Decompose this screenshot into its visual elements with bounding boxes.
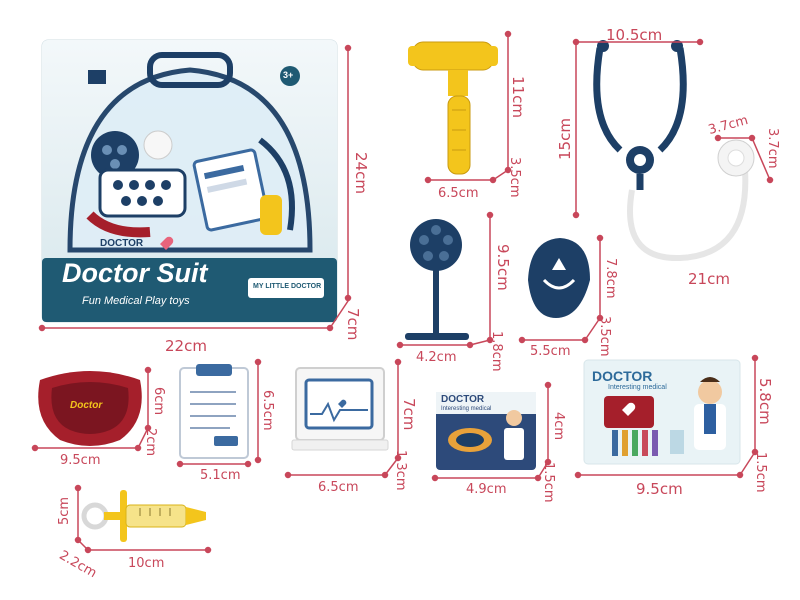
monitor-depth-label: 1.3cm [393,450,408,491]
clipboard-height-label: 6.5cm [260,390,275,431]
heart-monitor [291,367,389,451]
hammer-width-label: 6.5cm [438,186,479,201]
small-card-subtitle: Interesting medical [441,406,492,412]
head-lamp [405,219,469,340]
stethoscope-length-label: 21cm [688,270,730,288]
kidney-tray [38,371,142,446]
monitor-height-label: 7cm [400,398,418,431]
package-title: Doctor Suit [62,258,208,288]
clipboard [179,364,249,459]
large-card-depth-label: 1.5cm [753,452,768,493]
stethoscope-width-label: 10.5cm [606,26,663,44]
small-card-height-label: 4cm [551,412,566,441]
stethoscope-height-label: 15cm [556,118,574,160]
reflex-hammer [408,41,498,175]
hammer-height-label: 11cm [509,76,527,118]
lamp-height-label: 9.5cm [494,244,512,291]
box-depth-label: 7cm [344,308,362,341]
syringe-height-label: 5cm [57,496,72,525]
otoscope [528,238,590,318]
large-card-title: DOCTOR [592,368,653,384]
small-doctor-card [436,392,536,470]
otoscope-width-label: 5.5cm [530,344,571,359]
monitor-width-label: 6.5cm [318,480,359,495]
box-width-label: 22cm [165,337,207,355]
stethoscope [593,40,755,262]
syringe [81,490,206,542]
box-height-label: 24cm [352,152,370,194]
small-card-width-label: 4.9cm [466,482,507,497]
tray-height-label: 6cm [151,387,166,416]
tray-depth-label: 2cm [143,428,158,457]
package-tag: MY LITTLE DOCTOR [253,283,322,290]
chestpiece-height-label: 3.7cm [765,128,780,169]
large-card-width-label: 9.5cm [636,480,683,498]
hammer-depth-label: 3.5cm [507,157,522,198]
small-card-title: DOCTOR [441,394,485,405]
large-card-subtitle: Interesting medical [608,384,667,391]
large-doctor-card [583,359,741,465]
clipboard-width-label: 5.1cm [200,468,241,483]
package-subtitle: Fun Medical Play toys [82,295,190,307]
lamp-width-label: 4.2cm [416,350,457,365]
otoscope-depth-label: 3.5cm [597,316,612,357]
package-box-brand: DOCTOR [100,238,144,249]
tray-label: Doctor [70,400,103,411]
package-age-badge: 3+ [283,70,294,80]
syringe-width-label: 10cm [128,556,165,571]
small-card-depth-label: 1.5cm [541,462,556,503]
otoscope-height-label: 7.8cm [603,258,618,299]
dimension-lines [31,30,774,554]
lamp-depth-label: 1.8cm [489,331,504,372]
package-box [41,39,338,323]
large-card-height-label: 5.8cm [756,378,774,425]
tray-width-label: 9.5cm [60,453,101,468]
